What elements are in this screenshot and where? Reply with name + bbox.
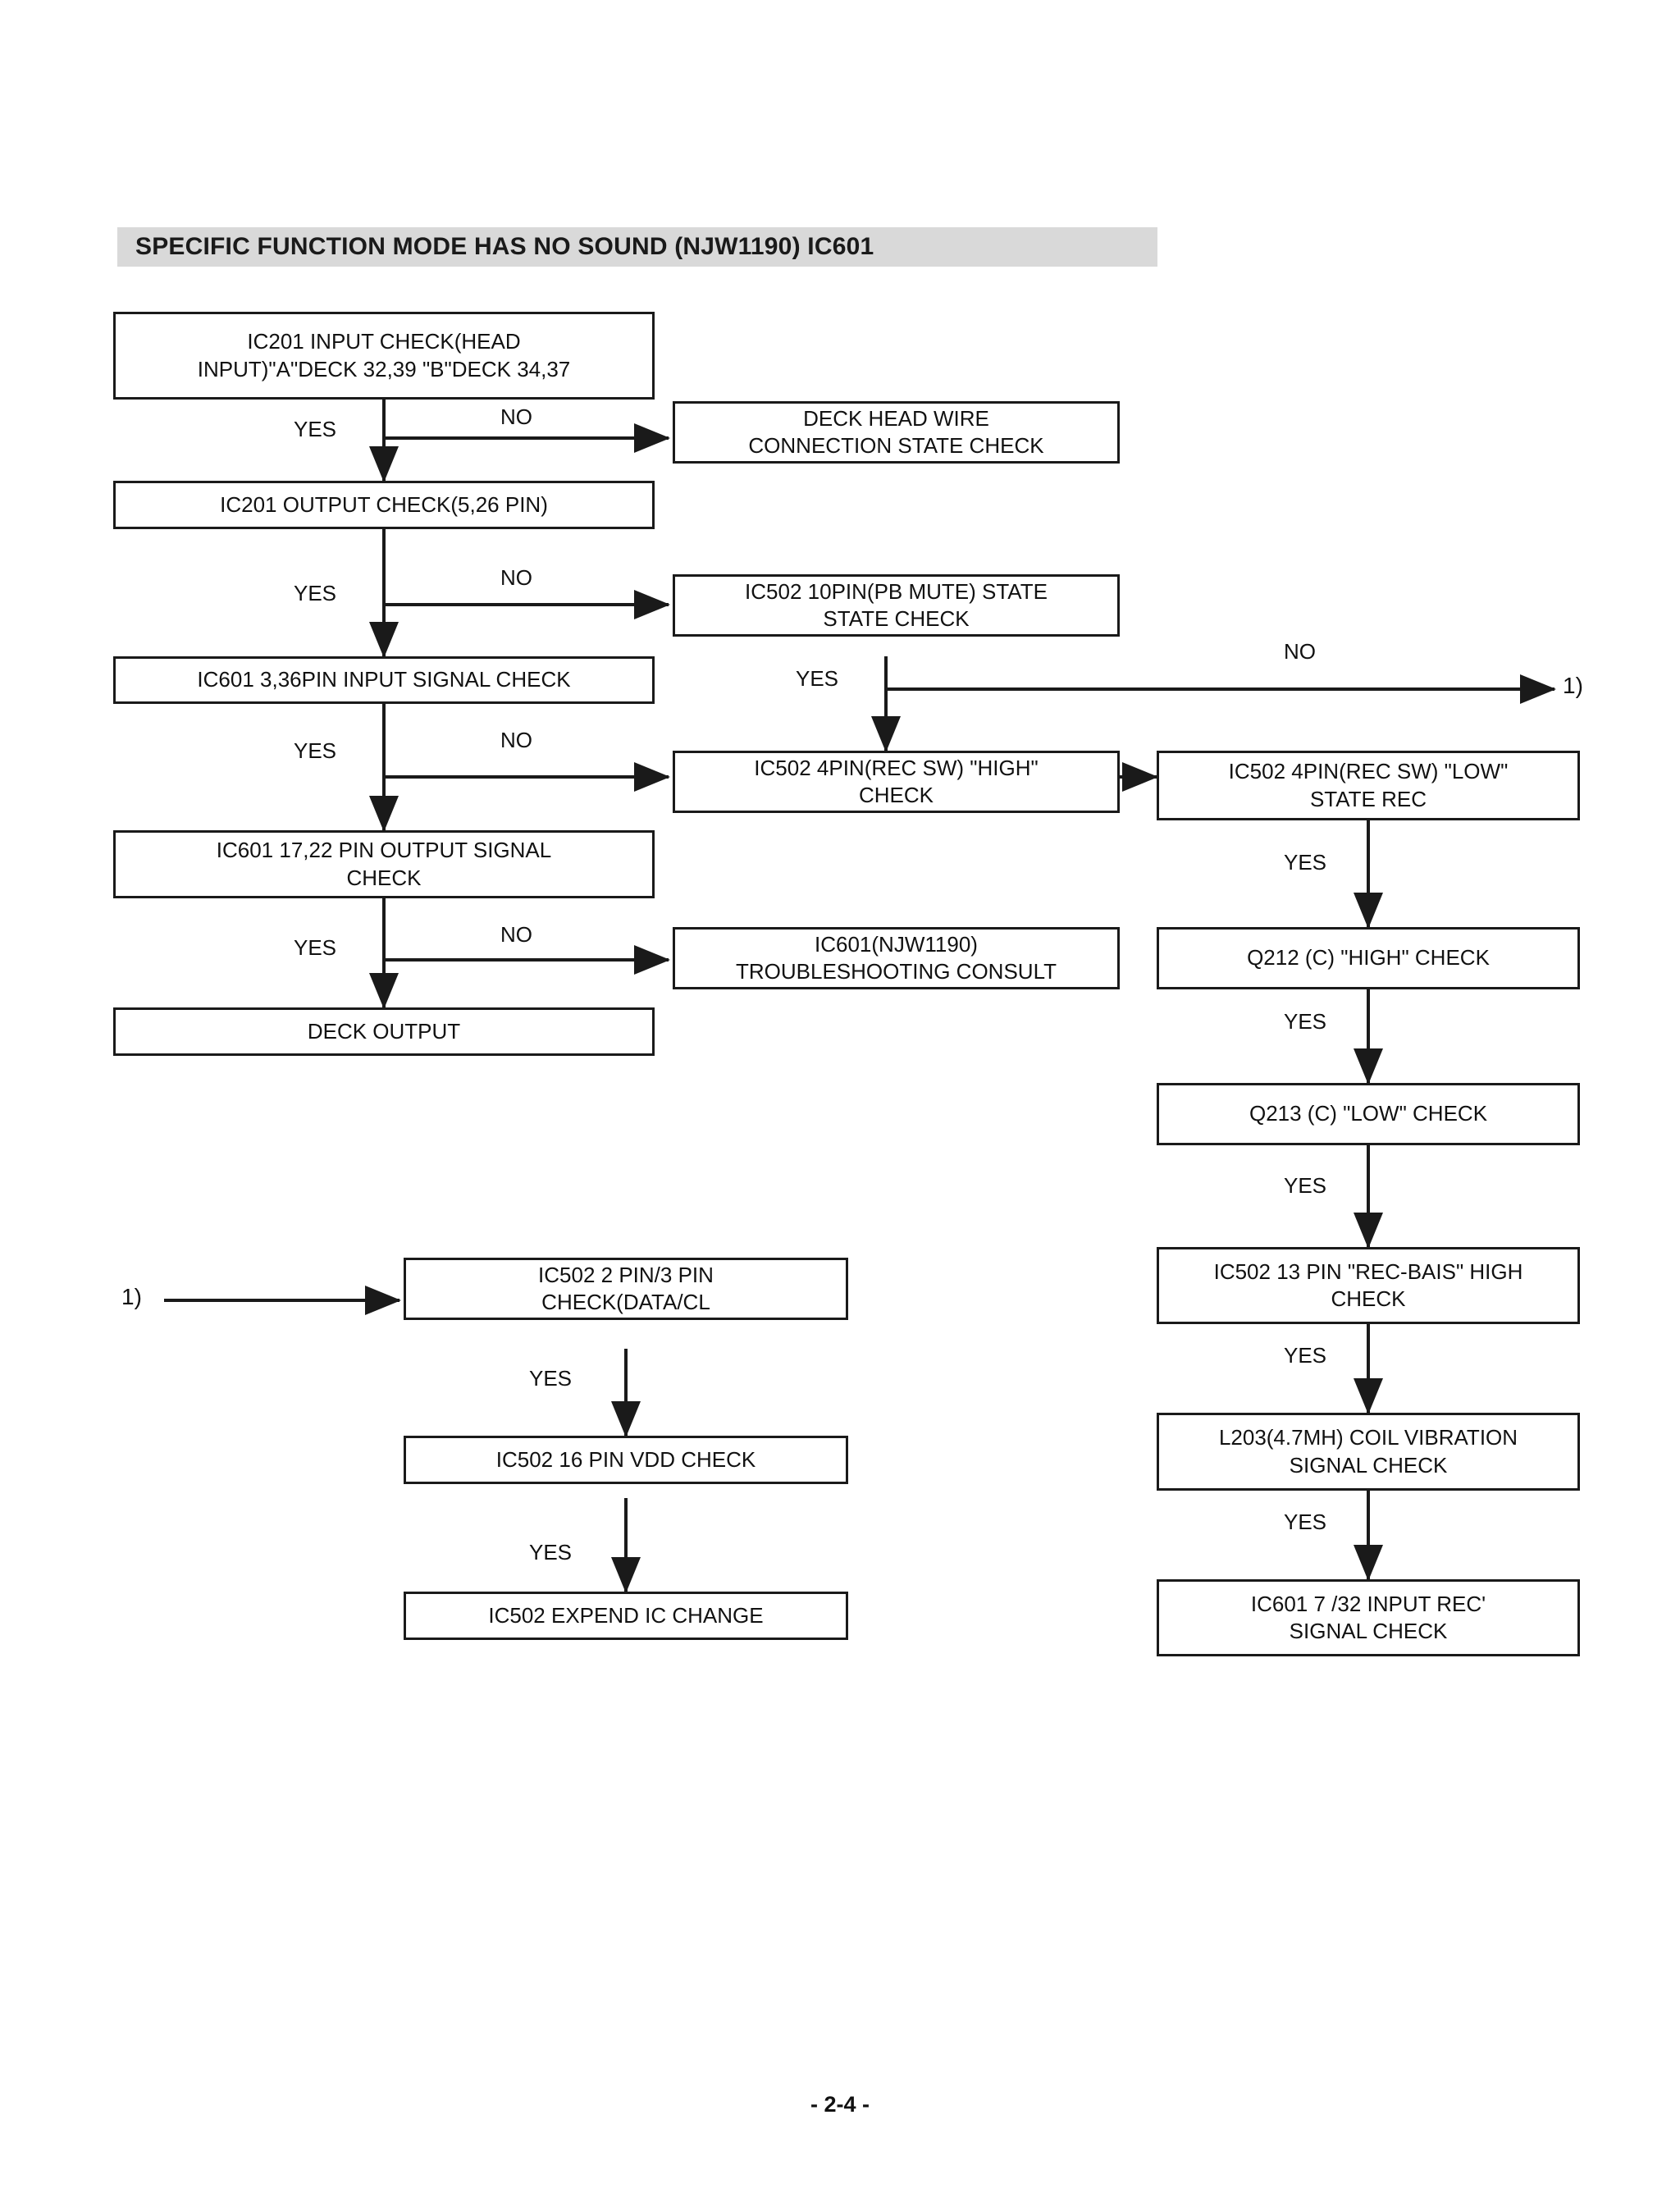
node-ic502-10pin[interactable]: IC502 10PIN(PB MUTE) STATE STATE CHECK <box>673 574 1120 637</box>
edge-label-yes-data: YES <box>529 1366 573 1391</box>
edge-label-yes-q212: YES <box>1284 1009 1327 1034</box>
node-label: IC201 INPUT CHECK(HEAD INPUT)"A"DECK 32,… <box>197 329 571 381</box>
node-label: Q213 (C) "LOW" CHECK <box>1249 1101 1488 1126</box>
node-label: IC601 17,22 PIN OUTPUT SIGNAL CHECK <box>216 838 552 890</box>
node-q213-low[interactable]: Q213 (C) "LOW" CHECK <box>1157 1083 1580 1145</box>
edge-label-yes-4: YES <box>294 935 337 960</box>
edge-label-yes-1: YES <box>294 417 337 441</box>
page-title: SPECIFIC FUNCTION MODE HAS NO SOUND (NJW… <box>135 233 874 260</box>
node-label: IC502 4PIN(REC SW) "LOW" STATE REC <box>1228 759 1509 811</box>
node-q212-high[interactable]: Q212 (C) "HIGH" CHECK <box>1157 927 1580 989</box>
connector-ref-out: 1) <box>1563 673 1583 698</box>
node-ic502-2pin-3pin[interactable]: IC502 2 PIN/3 PIN CHECK(DATA/CL <box>404 1258 848 1320</box>
node-label: IC201 OUTPUT CHECK(5,26 PIN) <box>220 491 548 517</box>
node-label: IC502 16 PIN VDD CHECK <box>495 1446 756 1472</box>
edge-label-yes-q213: YES <box>1284 1173 1327 1198</box>
node-ic601-3-36pin[interactable]: IC601 3,36PIN INPUT SIGNAL CHECK <box>113 656 655 704</box>
node-label: IC502 10PIN(PB MUTE) STATE STATE CHECK <box>745 578 1048 631</box>
node-label: DECK HEAD WIRE CONNECTION STATE CHECK <box>748 405 1044 458</box>
edge-label-yes-coil: YES <box>1284 1510 1327 1534</box>
node-l203-coil[interactable]: L203(4.7MH) COIL VIBRATION SIGNAL CHECK <box>1157 1413 1580 1491</box>
edge-label-no-1: NO <box>500 404 532 429</box>
node-ic502-4pin-low[interactable]: IC502 4PIN(REC SW) "LOW" STATE REC <box>1157 751 1580 820</box>
edge-label-no-3: NO <box>500 728 532 752</box>
page-title-banner: SPECIFIC FUNCTION MODE HAS NO SOUND (NJW… <box>117 227 1157 267</box>
node-label: IC601 3,36PIN INPUT SIGNAL CHECK <box>197 667 571 692</box>
node-ic601-7-32[interactable]: IC601 7 /32 INPUT REC' SIGNAL CHECK <box>1157 1579 1580 1656</box>
connector-ref-in: 1) <box>121 1284 142 1309</box>
edge-label-no-2: NO <box>500 565 532 590</box>
node-ic502-4pin-high[interactable]: IC502 4PIN(REC SW) "HIGH" CHECK <box>673 751 1120 813</box>
node-label: L203(4.7MH) COIL VIBRATION SIGNAL CHECK <box>1218 1425 1518 1478</box>
edge-label-yes-2: YES <box>294 581 337 605</box>
node-label: DECK OUTPUT <box>307 1018 461 1044</box>
node-label: Q212 (C) "HIGH" CHECK <box>1247 945 1490 971</box>
node-label: IC601(NJW1190) TROUBLESHOOTING CONSULT <box>735 931 1057 984</box>
node-deck-head-wire[interactable]: DECK HEAD WIRE CONNECTION STATE CHECK <box>673 401 1120 464</box>
edge-label-yes-mute: YES <box>796 666 839 691</box>
page-footer: - 2-4 - <box>810 2092 870 2117</box>
node-ic502-13pin[interactable]: IC502 13 PIN "REC-BAIS" HIGH CHECK <box>1157 1247 1580 1324</box>
node-label: IC502 4PIN(REC SW) "HIGH" CHECK <box>754 755 1039 807</box>
edge-label-no-mute: NO <box>1284 639 1316 664</box>
node-deck-output[interactable]: DECK OUTPUT <box>113 1007 655 1056</box>
node-ic201-input-check[interactable]: IC201 INPUT CHECK(HEAD INPUT)"A"DECK 32,… <box>113 312 655 400</box>
edge-label-yes-vdd: YES <box>529 1540 573 1564</box>
node-ic601-17-22pin[interactable]: IC601 17,22 PIN OUTPUT SIGNAL CHECK <box>113 830 655 898</box>
edge-label-yes-13pin: YES <box>1284 1343 1327 1368</box>
node-ic601-troubleshooting[interactable]: IC601(NJW1190) TROUBLESHOOTING CONSULT <box>673 927 1120 989</box>
node-ic201-output-check[interactable]: IC201 OUTPUT CHECK(5,26 PIN) <box>113 481 655 529</box>
node-label: IC601 7 /32 INPUT REC' SIGNAL CHECK <box>1250 1591 1486 1643</box>
edge-label-no-4: NO <box>500 922 532 947</box>
edge-label-yes-3: YES <box>294 738 337 763</box>
edge-label-yes-low-rec: YES <box>1284 850 1327 875</box>
node-label: IC502 13 PIN "REC-BAIS" HIGH CHECK <box>1213 1258 1523 1311</box>
node-label: IC502 2 PIN/3 PIN CHECK(DATA/CL <box>538 1262 714 1314</box>
node-label: IC502 EXPEND IC CHANGE <box>488 1602 764 1628</box>
node-ic502-16pin-vdd[interactable]: IC502 16 PIN VDD CHECK <box>404 1436 848 1484</box>
node-ic502-expend[interactable]: IC502 EXPEND IC CHANGE <box>404 1592 848 1640</box>
